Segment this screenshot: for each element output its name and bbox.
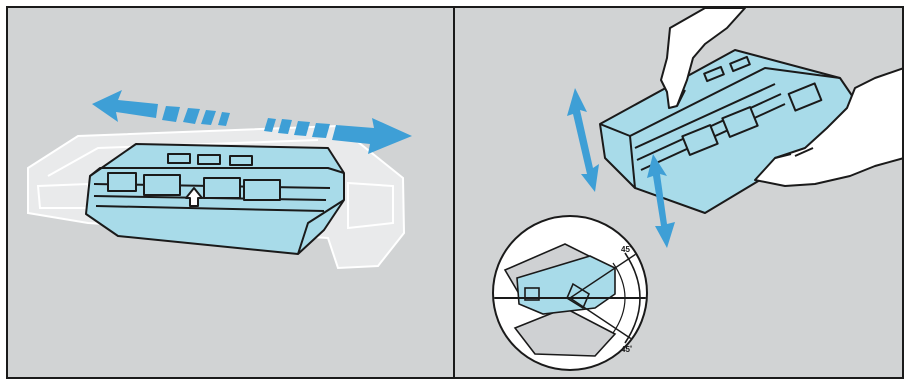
angle-gauge-icon: 45˚ 45˚ xyxy=(485,216,650,370)
tilt-vertical-scene: 45˚ 45˚ xyxy=(455,8,904,379)
panel-tilt-vertical: 45˚ 45˚ xyxy=(455,6,904,379)
tilted-cartridge xyxy=(600,50,855,213)
shake-horizontal-scene xyxy=(8,8,455,379)
angle-label-bottom: 45˚ xyxy=(621,345,633,354)
toner-cartridge xyxy=(86,144,344,254)
panel-shake-horizontal xyxy=(6,6,455,379)
angle-label-top: 45˚ xyxy=(621,245,633,254)
